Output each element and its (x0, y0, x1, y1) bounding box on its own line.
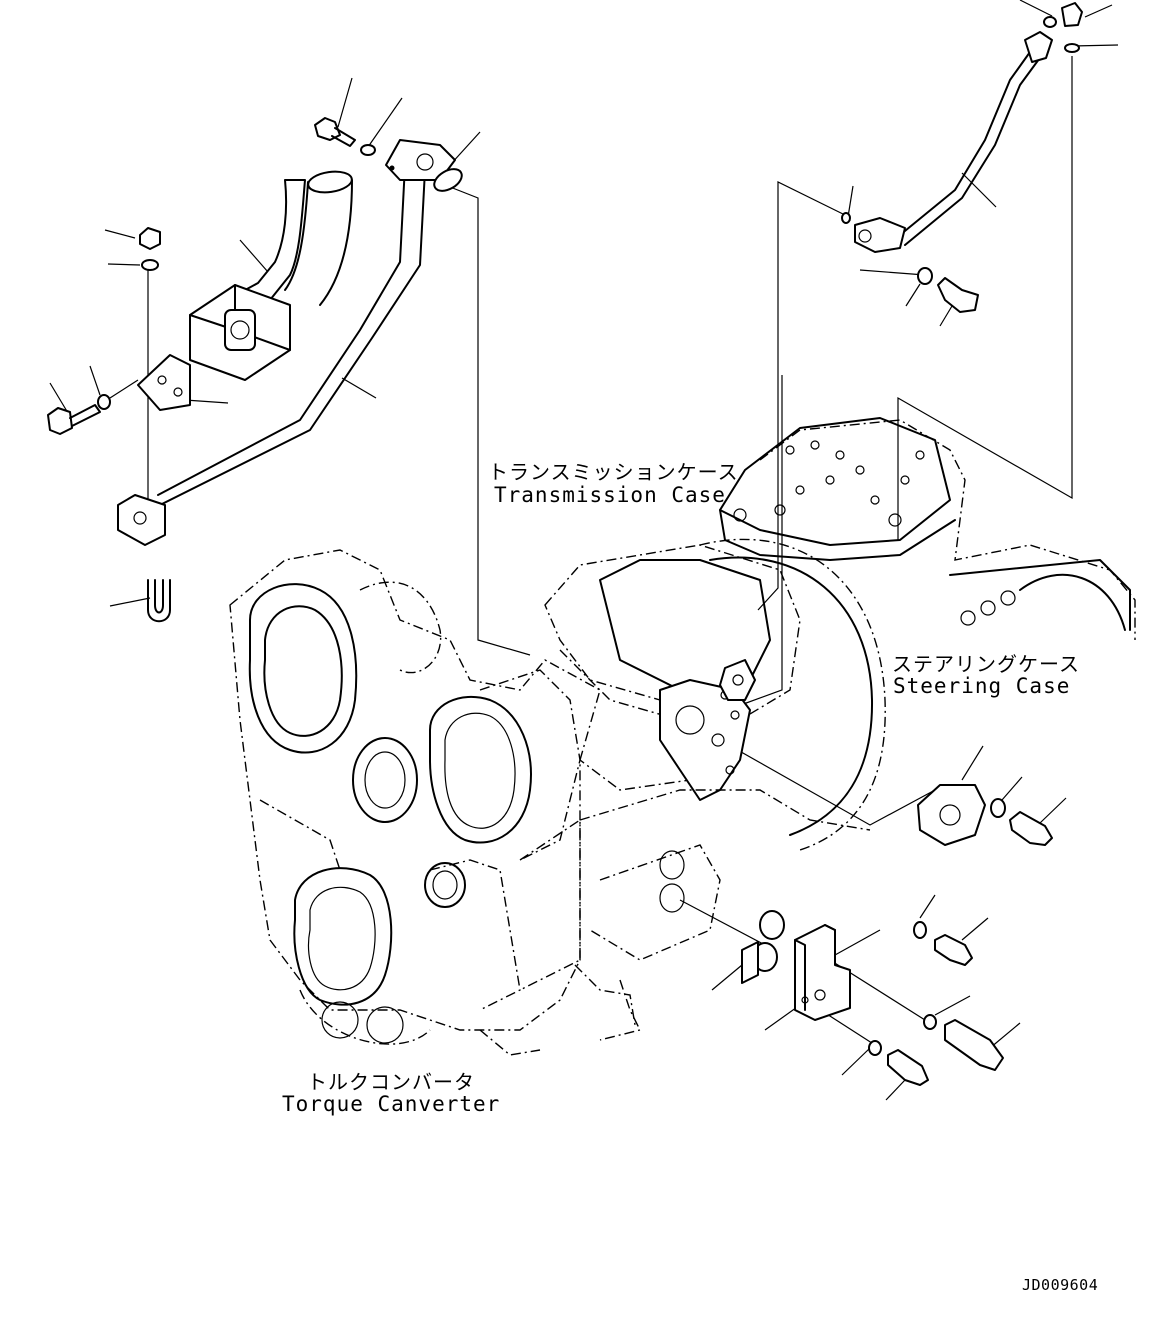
torque-converter (229, 549, 601, 1045)
left-pipe-assembly (47, 117, 463, 623)
torque-converter-label-en: Torque Canverter (282, 1092, 501, 1116)
transmission-case (544, 538, 886, 1026)
steering-case-holes (733, 440, 925, 527)
drawing-code: JD009604 (1022, 1276, 1099, 1294)
leader-lines (49, 0, 1119, 1101)
transmission-case-label-en: Transmission Case (494, 483, 726, 507)
steering-case (719, 417, 1136, 640)
assembly-lines (109, 56, 1073, 1046)
steering-case-label-jp: ステアリングケース (892, 652, 1080, 676)
housing-detail-lines (479, 979, 642, 1056)
right-pipe-assembly (841, 2, 1083, 313)
transmission-case-label-jp: トランスミッションケース (488, 460, 739, 484)
steering-case-label-en: Steering Case (893, 674, 1071, 698)
torque-converter-label-jp: トルクコンバータ (307, 1070, 475, 1094)
right-lower-parts (741, 784, 1053, 1086)
